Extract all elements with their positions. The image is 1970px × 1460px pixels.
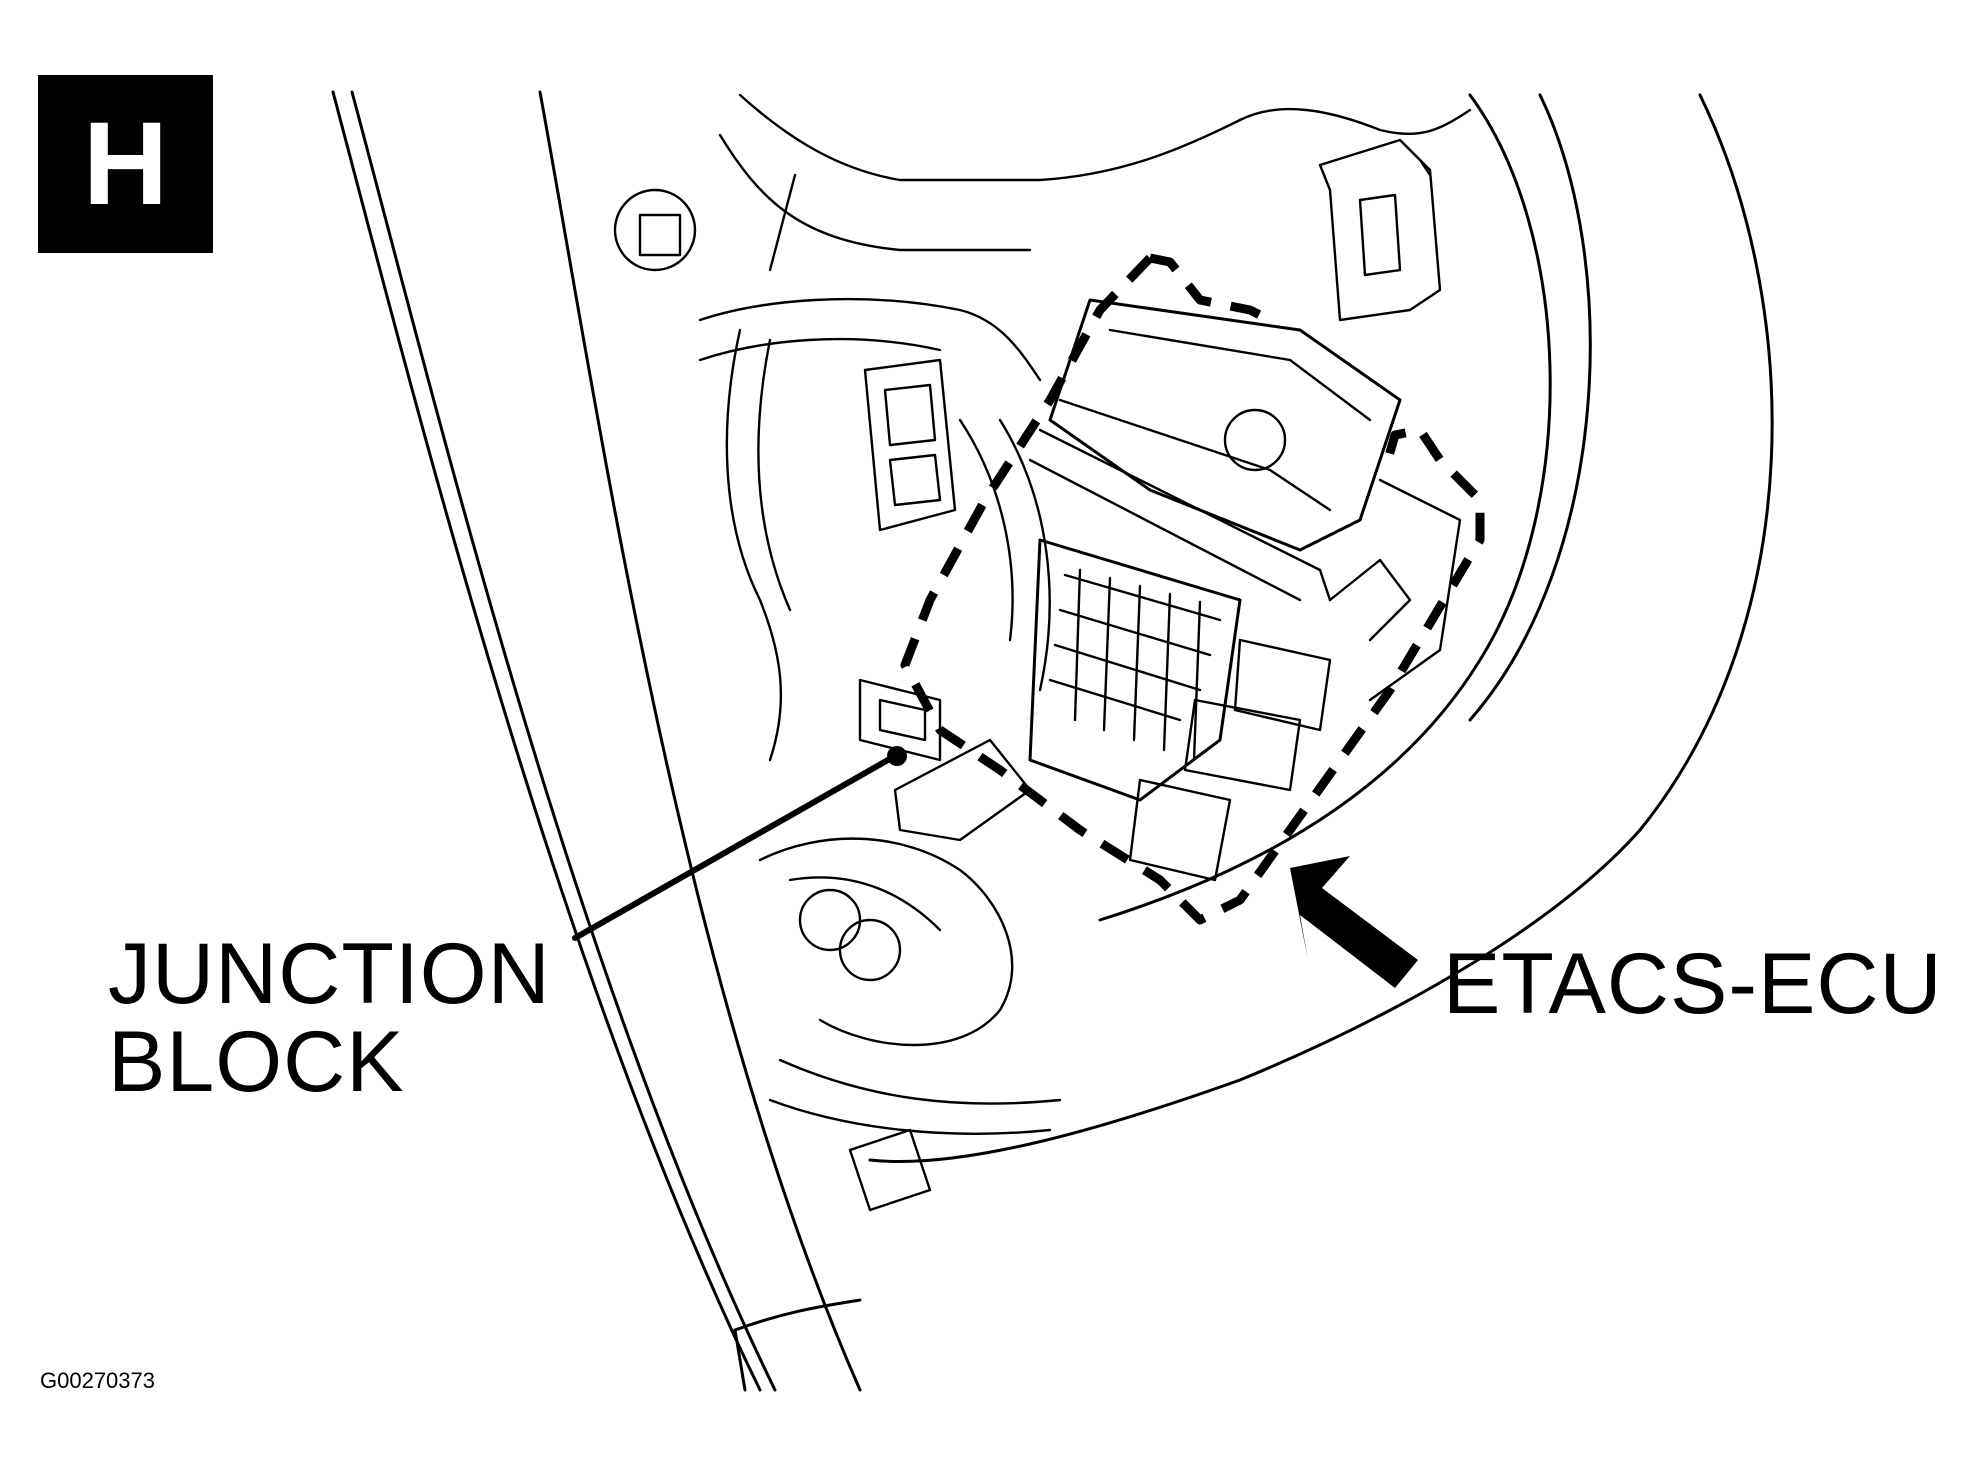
etacs-ecu-housing — [1028, 298, 1462, 702]
upper-bracket — [613, 93, 1472, 322]
junction-block-label: JUNCTION BLOCK — [108, 930, 551, 1106]
view-badge: H — [38, 75, 213, 253]
etacs-ecu-dashed-outline — [900, 254, 1485, 925]
pillar-trim-outline — [331, 90, 862, 1392]
view-badge-letter: H — [82, 98, 169, 230]
body-panel-curve — [868, 93, 1774, 1164]
junction-block-leader — [572, 753, 898, 941]
fuse-block — [1028, 538, 1412, 882]
wiring-harness — [698, 297, 1062, 1212]
junction-block-label-line2: BLOCK — [108, 1014, 405, 1110]
junction-block-leader-dot — [887, 746, 907, 766]
figure-id: G00270373 — [40, 1368, 155, 1393]
etacs-ecu-dashed-top — [1149, 253, 1273, 325]
etacs-ecu-label: ETACS-ECU — [1443, 936, 1943, 1032]
junction-block-label-line1: JUNCTION — [108, 926, 551, 1022]
arrow-pointer-icon — [1290, 856, 1418, 988]
